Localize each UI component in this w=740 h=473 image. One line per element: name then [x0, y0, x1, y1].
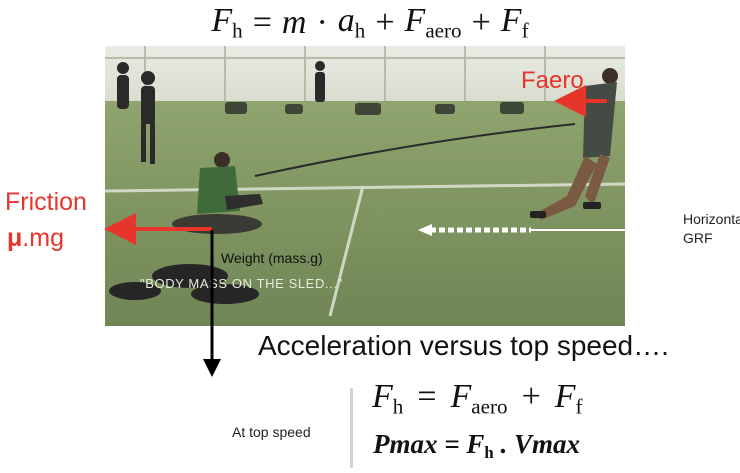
eq-plus-2: + — [471, 4, 491, 41]
friction-label: Friction — [5, 188, 87, 216]
power-speed: Vmax — [513, 429, 580, 459]
eq2-equals: = — [417, 378, 437, 415]
eq-equals: = — [252, 4, 272, 41]
eq-plus-1: + — [375, 4, 395, 41]
friction-formula: μ.mg — [7, 224, 64, 252]
background-wall — [105, 46, 625, 106]
sled-rope — [254, 123, 576, 177]
fence — [105, 46, 625, 108]
eq2-force-aero: Faero — [450, 378, 508, 419]
top-equation: Fh = m · ah + Faero + Ff — [0, 0, 740, 46]
power-lhs: Pmax — [373, 429, 438, 459]
acceleration-vs-top-speed-heading: Acceleration versus top speed…. — [258, 330, 669, 361]
eq-force-f: Ff — [500, 2, 529, 43]
eq2-force-h: Fh — [372, 378, 404, 419]
eq2-force-f: Ff — [554, 378, 583, 419]
grf-label: GRF — [683, 230, 713, 246]
power-dot: . — [493, 429, 514, 459]
weight-label: Weight (mass.g) — [221, 250, 323, 266]
at-top-speed-label: At top speed — [232, 424, 311, 440]
eq-dot: · — [316, 4, 328, 41]
equipment-bags — [225, 102, 524, 115]
top-speed-equation: Fh = Faero + Ff — [372, 378, 583, 420]
faero-label: Faero — [521, 67, 584, 94]
power-force: Fh — [466, 429, 494, 463]
eq2-plus: + — [521, 378, 541, 415]
field-lines — [105, 182, 625, 317]
eq-mass: m — [281, 4, 307, 41]
power-equals: = — [437, 429, 467, 459]
horizontal-label: Horizontal — [683, 211, 740, 227]
power-equation: Pmax = Fh . Vmax — [373, 429, 580, 463]
grf-arrow-right-head — [666, 224, 680, 236]
weight-plates — [109, 264, 259, 304]
eq-force-h: Fh — [211, 2, 243, 43]
background-athletes — [117, 61, 325, 164]
photo-caption: "BODY MASS ON THE SLED..." — [140, 276, 343, 291]
photo-scene — [105, 46, 625, 326]
sled-training-photo — [105, 46, 625, 326]
divider-bar — [350, 388, 353, 468]
eq-force-aero: Faero — [404, 2, 462, 43]
eq-accel: ah — [337, 2, 366, 43]
